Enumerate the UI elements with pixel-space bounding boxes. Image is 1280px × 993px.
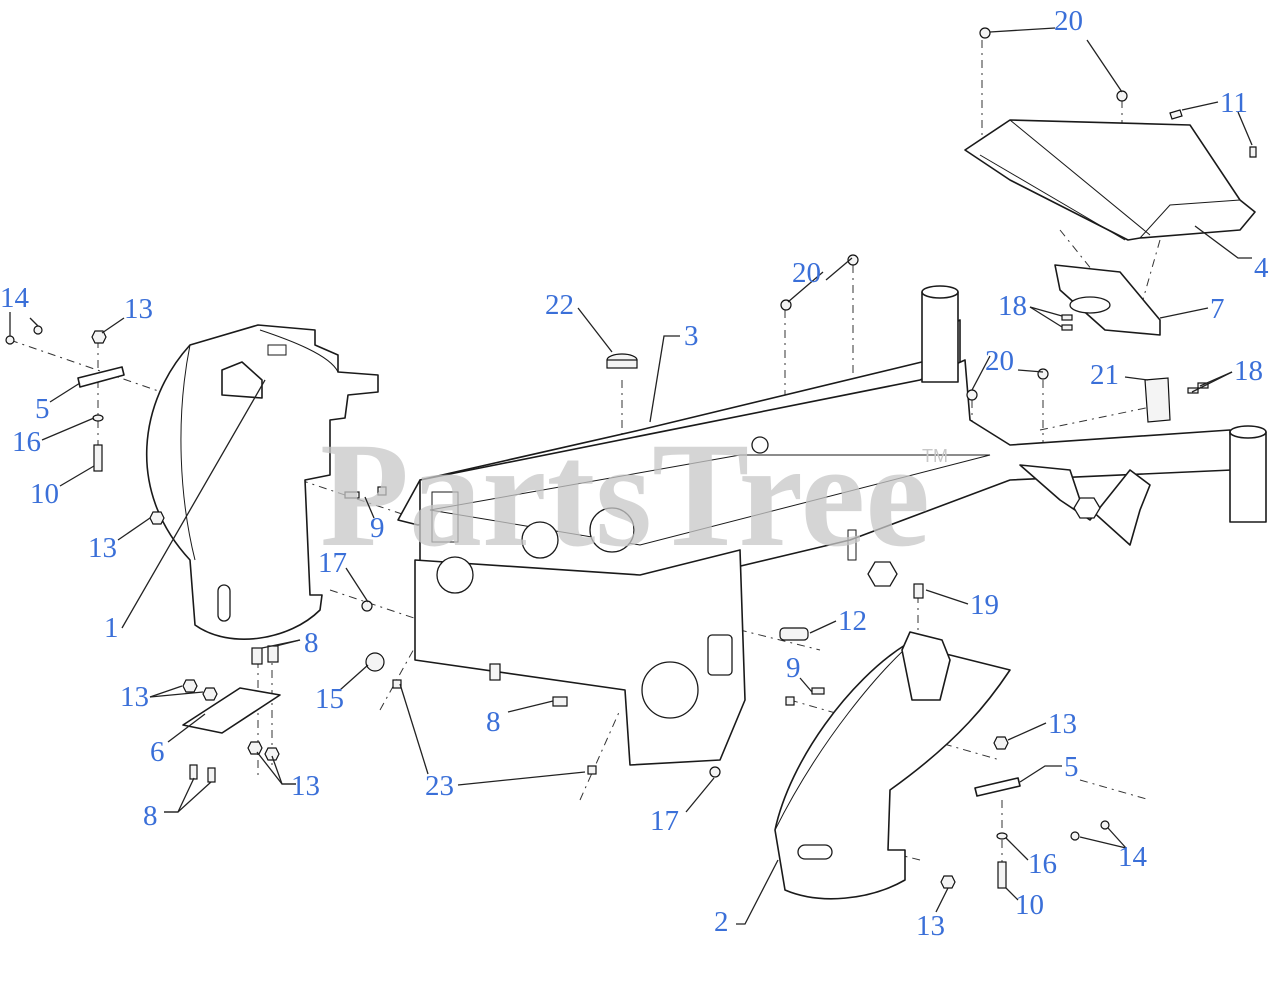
callout-10-left: 10: [30, 478, 59, 510]
frame-tube-upright-left: [921, 285, 959, 383]
part-4-top-cover: [964, 119, 1256, 241]
callout-13-e: 13: [1048, 708, 1077, 740]
callout-16-right: 16: [1028, 848, 1057, 880]
callout-13-f: 13: [916, 910, 945, 942]
callout-16-left: 16: [12, 426, 41, 458]
callout-3: 3: [684, 320, 699, 352]
callout-4: 4: [1254, 252, 1269, 284]
callout-17-left: 17: [318, 547, 347, 579]
callout-13-a: 13: [124, 293, 153, 325]
callout-5-right: 5: [1064, 751, 1079, 783]
callout-17-right: 17: [650, 805, 679, 837]
frame-tube-upright-right: [1229, 425, 1267, 523]
callout-13-b: 13: [88, 532, 117, 564]
callout-12: 12: [838, 605, 867, 637]
callout-19: 19: [970, 589, 999, 621]
callout-14-right: 14: [1118, 841, 1148, 873]
callout-10-right: 10: [1015, 889, 1044, 921]
callout-20-mid: 20: [792, 257, 821, 289]
callout-11: 11: [1220, 87, 1248, 119]
watermark-text: PartsTree: [320, 412, 930, 578]
leader-lines: [9, 27, 1253, 925]
callout-13-c: 13: [120, 681, 149, 713]
part-7-bracket: [1054, 264, 1161, 336]
part-2-right-fender: [774, 631, 1011, 900]
callout-14-left: 14: [0, 282, 30, 314]
callout-15: 15: [315, 683, 344, 715]
watermark-trademark: TM: [922, 446, 948, 466]
callout-20-right: 20: [985, 345, 1014, 377]
callout-22: 22: [545, 289, 574, 321]
callout-5-left: 5: [35, 393, 50, 425]
part-3-main-frame: [397, 285, 1267, 766]
callout-23: 23: [425, 770, 454, 802]
callout-8-c: 8: [143, 800, 158, 832]
part-1-left-fender: [145, 324, 379, 640]
callout-9-left: 9: [370, 512, 385, 544]
hardware-parts: [5, 27, 1257, 889]
part-5-left-plate: [77, 366, 125, 388]
callout-labels: 20 11 4 7 18 20 20 21 18 22 3 14 13 5 16…: [0, 5, 1269, 942]
callout-7: 7: [1210, 293, 1225, 325]
callout-2: 2: [714, 906, 729, 938]
part-5-right-plate: [974, 777, 1021, 797]
callout-13-d: 13: [291, 770, 320, 802]
callout-8-b: 8: [486, 706, 501, 738]
callout-18-b: 18: [1234, 355, 1263, 387]
callout-18-a: 18: [998, 290, 1027, 322]
callout-6: 6: [150, 736, 165, 768]
callout-8-a: 8: [304, 627, 319, 659]
watermark: PartsTree TM: [320, 412, 948, 578]
callout-20-top: 20: [1054, 5, 1083, 37]
part-6-plate: [182, 687, 281, 734]
callout-1: 1: [104, 612, 119, 644]
callout-9-right: 9: [786, 652, 801, 684]
callout-21: 21: [1090, 359, 1119, 391]
